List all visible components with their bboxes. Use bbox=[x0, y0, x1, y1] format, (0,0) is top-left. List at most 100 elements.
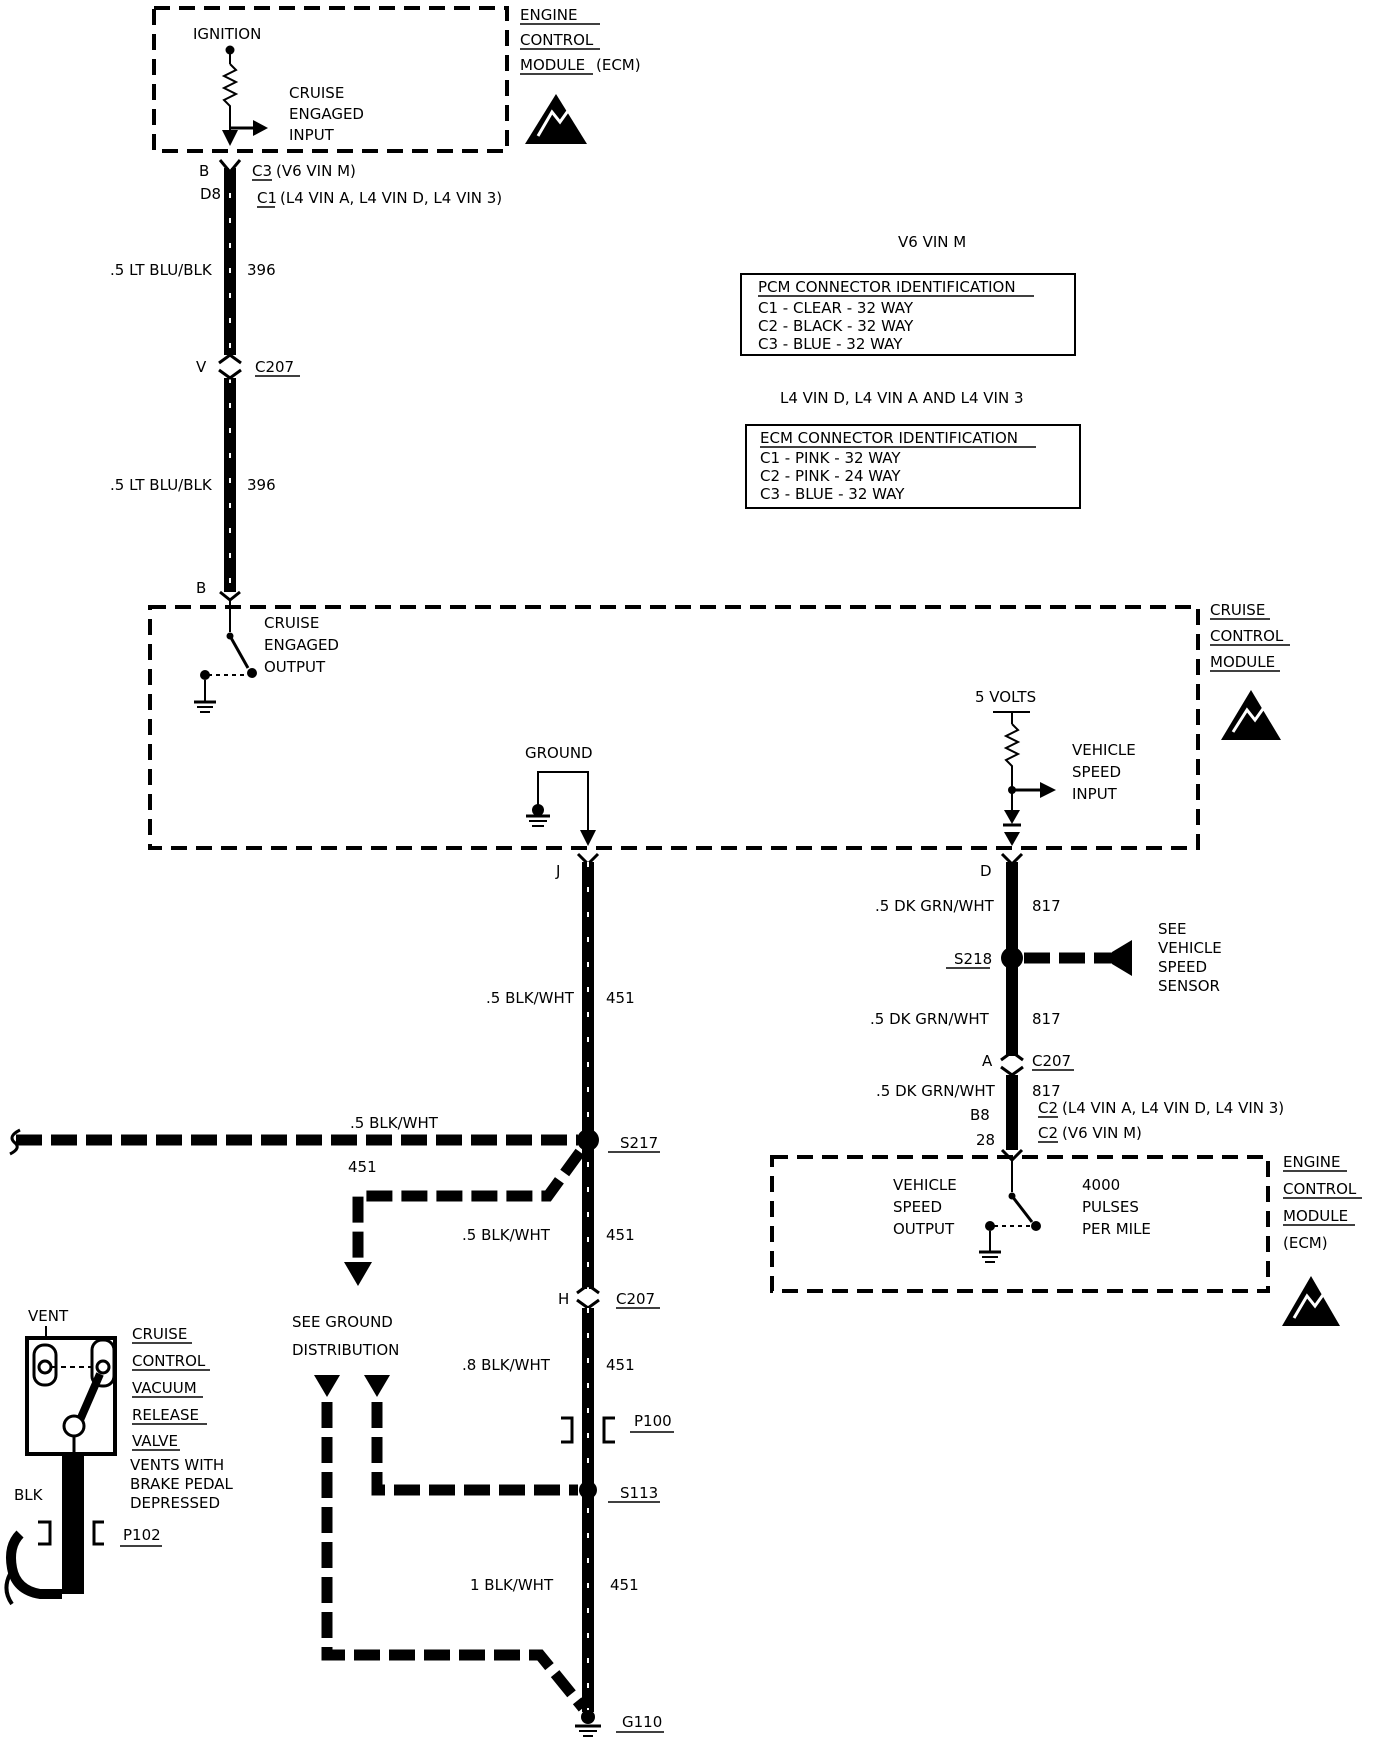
esd-warning-icon bbox=[525, 94, 587, 144]
splice-s217-dot bbox=[577, 1129, 599, 1151]
valve-note-line1: VENTS WITH bbox=[130, 1456, 224, 1474]
wire-396-lower-label: .5 LT BLU/BLK bbox=[110, 476, 213, 494]
vss-input-line3: INPUT bbox=[1072, 785, 1118, 803]
wire-451-seg3-label: .8 BLK/WHT bbox=[462, 1356, 551, 1374]
valve-name-line3: VACUUM bbox=[132, 1379, 197, 1397]
ecm-bottom-pin-b8: B8 bbox=[970, 1106, 990, 1124]
cruise-engaged-input-line1: CRUISE bbox=[289, 84, 344, 102]
c207-pin-h: H bbox=[558, 1290, 569, 1308]
ecm-bottom-module: VEHICLE SPEED OUTPUT 4000 PULSES PER MIL… bbox=[770, 1153, 1362, 1326]
vss-input-line1: VEHICLE bbox=[1072, 741, 1136, 759]
ecm-top-module: IGNITION CRUISE ENGAGED INPUT ENGINE CON… bbox=[152, 6, 641, 153]
vss-output-line1: VEHICLE bbox=[893, 1176, 957, 1194]
c207-connector-817: C207 bbox=[1032, 1052, 1071, 1070]
splice-s218-dot bbox=[1001, 947, 1023, 969]
ecm-bottom-conn-c2-v6-note: (V6 VIN M) bbox=[1062, 1124, 1142, 1142]
see-ground-distribution-line1: SEE GROUND bbox=[292, 1313, 393, 1331]
wire-817-seg3-circuit: 817 bbox=[1032, 1082, 1061, 1100]
splice-s218: S218 bbox=[954, 950, 992, 968]
splice-s217: S217 bbox=[620, 1134, 658, 1152]
valve-note-line3: DEPRESSED bbox=[130, 1494, 220, 1512]
vent-label: VENT bbox=[28, 1307, 69, 1325]
cruise-engaged-input-line3: INPUT bbox=[289, 126, 335, 144]
ecm-id-title: ECM CONNECTOR IDENTIFICATION bbox=[760, 429, 1018, 447]
ccm-output-line1: CRUISE bbox=[264, 614, 319, 632]
ecm-top-conn-c3: C3 bbox=[252, 162, 272, 180]
ecm-id-row-c2: C2 - PINK - 24 WAY bbox=[760, 467, 901, 485]
ignition-label: IGNITION bbox=[193, 25, 261, 43]
ecm-top-conn-c3-note: (V6 VIN M) bbox=[276, 162, 356, 180]
valve-note-line2: BRAKE PEDAL bbox=[130, 1475, 234, 1493]
wire-396 bbox=[218, 159, 242, 602]
ecm-bottom-pin-28: 28 bbox=[976, 1131, 995, 1149]
ecm-top-conn-c1: C1 bbox=[257, 189, 277, 207]
pulses-line1: 4000 bbox=[1082, 1176, 1120, 1194]
ground-g110: G110 bbox=[622, 1713, 662, 1731]
vacuum-release-valve: VENT bbox=[4, 1307, 117, 1606]
vss-output-line2: SPEED bbox=[893, 1198, 942, 1216]
ccm-pin-b: B bbox=[196, 579, 206, 597]
pcm-id-row-c2: C2 - BLACK - 32 WAY bbox=[758, 317, 914, 335]
pcm-id-row-c1: C1 - CLEAR - 32 WAY bbox=[758, 299, 914, 317]
ccm-name-line3: MODULE bbox=[1210, 653, 1275, 671]
ecm-top-name-suffix: (ECM) bbox=[596, 56, 641, 74]
wire-817 bbox=[1000, 852, 1135, 1163]
ecm-id-row-c1: C1 - PINK - 32 WAY bbox=[760, 449, 901, 467]
ecm-bottom-name-line2: CONTROL bbox=[1283, 1180, 1357, 1198]
valve-name-line1: CRUISE bbox=[132, 1325, 187, 1343]
ecm-bottom-conn-c2-l4: C2 bbox=[1038, 1099, 1058, 1117]
wire-451-seg4-circuit: 451 bbox=[610, 1576, 639, 1594]
p100-passthrough bbox=[561, 1416, 615, 1444]
wire-451-seg3-circuit: 451 bbox=[606, 1356, 635, 1374]
see-vss-line4: SENSOR bbox=[1158, 977, 1220, 995]
wire-451-seg1-circuit: 451 bbox=[606, 989, 635, 1007]
pulses-line2: PULSES bbox=[1082, 1198, 1139, 1216]
cruise-engaged-input-line2: ENGAGED bbox=[289, 105, 364, 123]
ecm-id-heading: L4 VIN D, L4 VIN A AND L4 VIN 3 bbox=[780, 389, 1024, 407]
wire-451-seg1-label: .5 BLK/WHT bbox=[486, 989, 575, 1007]
c207-connector-upper: C207 bbox=[255, 358, 294, 376]
see-ground-distribution-line2: DISTRIBUTION bbox=[292, 1341, 399, 1359]
ecm-top-pin-b: B bbox=[199, 162, 209, 180]
ccm-ground-label: GROUND bbox=[525, 744, 593, 762]
pcm-connector-id-table: V6 VIN M PCM CONNECTOR IDENTIFICATION C1… bbox=[740, 233, 1076, 356]
valve-name-line5: VALVE bbox=[132, 1432, 178, 1450]
wire-396-lower-circuit: 396 bbox=[247, 476, 276, 494]
splice-s113: S113 bbox=[620, 1484, 658, 1502]
passthrough-p100: P100 bbox=[634, 1412, 672, 1430]
wire-451-left-label: .5 BLK/WHT bbox=[350, 1114, 439, 1132]
ecm-top-name-line1: ENGINE bbox=[520, 6, 577, 24]
pcm-id-row-c3: C3 - BLUE - 32 WAY bbox=[758, 335, 903, 353]
ecm-connector-id-table: L4 VIN D, L4 VIN A AND L4 VIN 3 ECM CONN… bbox=[745, 389, 1081, 509]
wire-817-seg1-label: .5 DK GRN/WHT bbox=[875, 897, 995, 915]
ecm-top-name-line2: CONTROL bbox=[520, 31, 594, 49]
ccm-output-line3: OUTPUT bbox=[264, 658, 326, 676]
wire-396-upper-circuit: 396 bbox=[247, 261, 276, 279]
wire-817-seg2-circuit: 817 bbox=[1032, 1010, 1061, 1028]
wire-817-seg2-label: .5 DK GRN/WHT bbox=[870, 1010, 990, 1028]
wire-817-seg1-circuit: 817 bbox=[1032, 897, 1061, 915]
ground-distribution-feeds bbox=[314, 1375, 588, 1712]
wire-451-seg2-circuit: 451 bbox=[606, 1226, 635, 1244]
valve-name-line2: CONTROL bbox=[132, 1352, 206, 1370]
valve-wire-color: BLK bbox=[14, 1486, 44, 1504]
ecm-id-row-c3: C3 - BLUE - 32 WAY bbox=[760, 485, 905, 503]
ecm-bottom-name-suffix: (ECM) bbox=[1283, 1234, 1328, 1252]
ccm-pin-d: D bbox=[980, 862, 992, 880]
pcm-id-title: PCM CONNECTOR IDENTIFICATION bbox=[758, 278, 1016, 296]
ecm-bottom-conn-c2-v6: C2 bbox=[1038, 1124, 1058, 1142]
ecm-bottom-conn-c2-l4-note: (L4 VIN A, L4 VIN D, L4 VIN 3) bbox=[1062, 1099, 1284, 1117]
cruise-control-module: CRUISE CONTROL MODULE CRUISE ENGAGED OUT… bbox=[148, 600, 1290, 850]
ccm-name-line2: CONTROL bbox=[1210, 627, 1284, 645]
g110-ground-symbol bbox=[575, 1710, 601, 1737]
ecm-top-pin-d8: D8 bbox=[200, 185, 221, 203]
wire-396-upper-label: .5 LT BLU/BLK bbox=[110, 261, 213, 279]
wire-451-left-branch bbox=[9, 1128, 578, 1156]
c207-pin-a: A bbox=[982, 1052, 993, 1070]
ccm-name-line1: CRUISE bbox=[1210, 601, 1265, 619]
see-vss-line1: SEE bbox=[1158, 920, 1186, 938]
five-volts-label: 5 VOLTS bbox=[975, 688, 1036, 706]
ccm-pin-j: J bbox=[555, 862, 560, 880]
passthrough-p102: P102 bbox=[123, 1526, 161, 1544]
